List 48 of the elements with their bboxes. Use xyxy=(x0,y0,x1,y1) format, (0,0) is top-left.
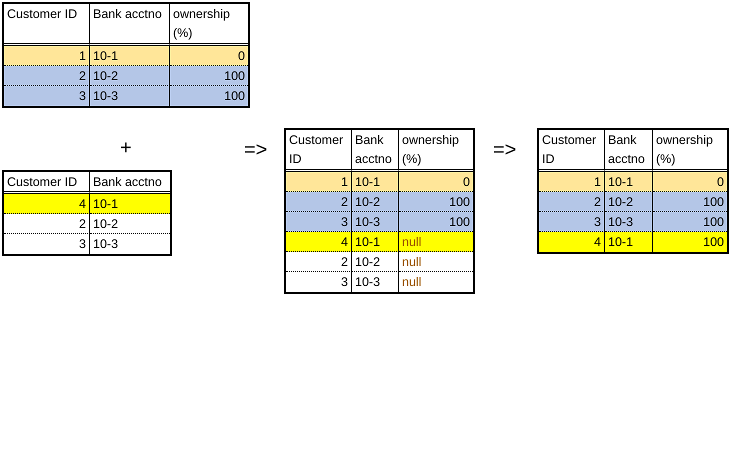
table-cell: 10-1 xyxy=(90,46,170,66)
table-cell: 10-1 xyxy=(605,172,653,192)
operator-symbol: => xyxy=(493,140,516,160)
table-cell: 10-1 xyxy=(352,232,399,252)
table-cell: 0 xyxy=(399,172,473,192)
table-cell: 10-2 xyxy=(352,192,399,212)
table-cell: 10-2 xyxy=(90,66,170,86)
table-cell: 2 xyxy=(4,214,90,234)
table-cell: 4 xyxy=(286,232,352,252)
column-header: Customer ID xyxy=(539,130,605,172)
column-header: Bank acctno xyxy=(605,130,653,172)
table-cell: 100 xyxy=(170,86,248,106)
table-cell: 10-1 xyxy=(90,194,170,214)
table-cell: 0 xyxy=(653,172,727,192)
table-cell: 10-3 xyxy=(352,212,399,232)
table-cell: 2 xyxy=(539,192,605,212)
table-cell: 2 xyxy=(286,192,352,212)
operator-symbol: + xyxy=(120,138,132,158)
table-cell: null xyxy=(399,232,473,252)
table-cell: 100 xyxy=(653,232,727,252)
table-cell: 4 xyxy=(539,232,605,252)
table-cell: 1 xyxy=(4,46,90,66)
table-cell: 100 xyxy=(653,192,727,212)
table-cell: 1 xyxy=(539,172,605,192)
table-cell: 100 xyxy=(170,66,248,86)
table-cell: 3 xyxy=(4,86,90,106)
table-cell: 100 xyxy=(399,212,473,232)
table-cell: 2 xyxy=(286,252,352,272)
table-cell: 3 xyxy=(539,212,605,232)
column-header: Bank acctno xyxy=(352,130,399,172)
table-cell: 10-2 xyxy=(352,252,399,272)
table-cell: 10-2 xyxy=(605,192,653,212)
table-cell: 10-3 xyxy=(90,86,170,106)
table-cell: 4 xyxy=(4,194,90,214)
column-header: Customer ID xyxy=(4,4,90,46)
column-header: Bank acctno xyxy=(90,4,170,46)
column-header: Customer ID xyxy=(4,172,90,194)
operator-symbol: => xyxy=(244,140,268,160)
table-cell: 2 xyxy=(4,66,90,86)
table-cell: 3 xyxy=(286,212,352,232)
column-header: Customer ID xyxy=(286,130,352,172)
table-cell: 1 xyxy=(286,172,352,192)
table-cell: 10-3 xyxy=(605,212,653,232)
table-cell: 10-1 xyxy=(605,232,653,252)
table-cell: 100 xyxy=(399,192,473,212)
table-cell: 100 xyxy=(653,212,727,232)
table-cell: 10-1 xyxy=(352,172,399,192)
table-cell: 0 xyxy=(170,46,248,66)
